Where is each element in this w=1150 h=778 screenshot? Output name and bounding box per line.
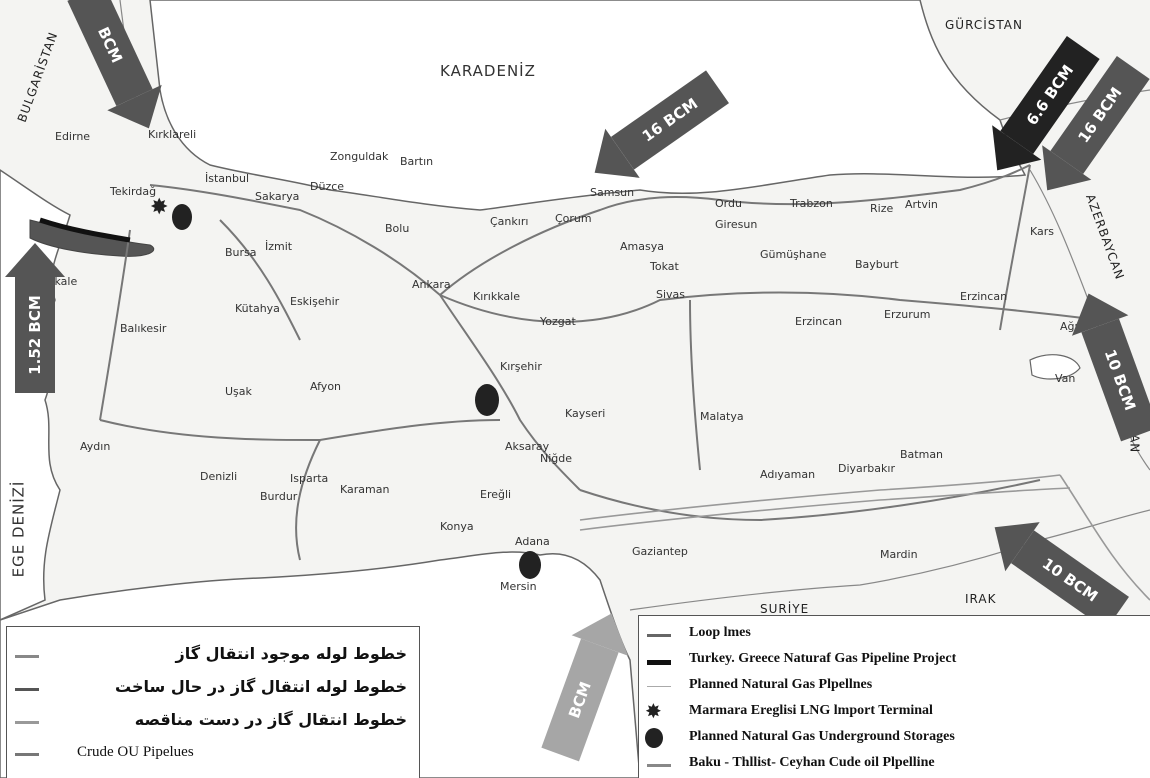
city-label: Erzincan [960, 290, 1008, 303]
city-label: Diyarbakır [838, 462, 895, 475]
legend-left: خطوط لوله موجود انتقال گاز خطوط لوله انت… [6, 626, 420, 778]
legend-right: Loop lmes Turkey. Greece Naturaf Gas Pip… [638, 615, 1150, 778]
city-label: Zonguldak [330, 150, 389, 163]
legend-item: خطوط انتقال گاز در دست مناقصه [7, 707, 419, 735]
country-label-georgia: GÜRCİSTAN [945, 18, 1023, 32]
lake-van [1029, 354, 1081, 380]
legend-item: Turkey. Greece Naturaf Gas Pipeline Proj… [639, 646, 1150, 674]
city-label: Kayseri [565, 407, 606, 420]
city-label: Ordu [715, 197, 742, 210]
legend-item: Planned Natural Gas Plpellnes [639, 672, 1150, 700]
southern-border [629, 509, 1150, 611]
storage-adana [519, 551, 541, 579]
city-label: Kırşehir [500, 360, 542, 373]
city-label: Çorum [555, 212, 592, 225]
city-label: Mardin [880, 548, 918, 561]
country-label-syria: SURİYE [760, 602, 810, 616]
legend-item: خطوط لوله موجود انتقال گاز [7, 641, 419, 669]
city-label: Mersin [500, 580, 537, 593]
city-label: Tekirdağ [110, 185, 157, 198]
city-label: Giresun [715, 218, 758, 231]
city-label: Sivas [656, 288, 686, 301]
legend-item: Loop lmes [639, 620, 1150, 648]
sea-label-karadeniz: KARADENİZ [440, 62, 536, 80]
city-label: Kars [1030, 225, 1055, 238]
black-sea [149, 0, 1027, 211]
city-label: Balıkesir [120, 322, 167, 335]
storage-marmara [172, 204, 192, 230]
city-label: Karaman [340, 483, 390, 496]
city-label: Bursa [225, 246, 257, 259]
city-label: Bolu [385, 222, 410, 235]
city-label: Ereğli [480, 488, 512, 501]
legend-line-icon [15, 655, 39, 658]
country-label-iraq: IRAK [965, 592, 997, 606]
city-label: Adana [515, 535, 550, 548]
legend-item: Crude OU Pipelues [7, 739, 419, 767]
city-label: Yozgat [540, 315, 576, 328]
existing-pipelines [99, 164, 1101, 561]
city-label: Aydın [80, 440, 111, 453]
loop-lines [579, 474, 1150, 601]
city-label: Rize [870, 202, 894, 215]
legend-line-icon [15, 721, 39, 724]
legend-item: خطوط لوله انتقال گاز در حال ساخت [7, 674, 419, 702]
city-label: Amasya [620, 240, 664, 253]
city-label: Van [1055, 372, 1076, 385]
city-label: Tokat [650, 260, 679, 273]
city-label: Denizli [200, 470, 238, 483]
city-label: Düzce [310, 180, 345, 193]
city-label: Uşak [225, 385, 252, 398]
sea-label-ege: EGE DENİZİ [9, 480, 28, 578]
city-label: Erzincan [795, 315, 843, 328]
city-label: Artvin [905, 198, 938, 211]
legend-thin-line-icon [647, 686, 671, 687]
city-label: Erzurum [884, 308, 931, 321]
city-label: Kütahya [235, 302, 280, 315]
city-label: Ankara [412, 278, 451, 291]
city-label: Aksaray [505, 440, 550, 453]
legend-line-icon [15, 688, 39, 691]
lng-terminal-icon: ✸ [150, 195, 168, 220]
city-label: İstanbul [205, 172, 250, 185]
storage-tuz [475, 384, 499, 416]
city-label: Kırklareli [148, 128, 197, 141]
legend-line-icon [15, 753, 39, 756]
city-label: Gaziantep [632, 545, 688, 558]
legend-item: Baku - Thllist- Ceyhan Cude oil Plpellin… [639, 750, 1150, 778]
city-label: Burdur [260, 490, 298, 503]
legend-line-icon [647, 764, 671, 767]
city-label: Konya [440, 520, 474, 533]
city-label: İzmit [265, 240, 293, 253]
city-label: Sakarya [255, 190, 300, 203]
legend-thick-line-icon [647, 660, 671, 665]
city-label: Çankırı [490, 215, 529, 228]
city-label: Adıyaman [760, 468, 816, 481]
city-label: Malatya [700, 410, 744, 423]
legend-item: Planned Natural Gas Underground Storages [639, 724, 1150, 752]
star-icon: ✸ [645, 701, 662, 723]
city-label: Batman [900, 448, 944, 461]
city-label: Afyon [310, 380, 342, 393]
city-label: Eskişehir [290, 295, 340, 308]
city-label: Niğde [540, 452, 573, 465]
city-label: Bartın [400, 155, 434, 168]
city-label: Ağrı [1060, 320, 1083, 333]
city-label: Bayburt [855, 258, 899, 271]
city-label: Kırıkkale [473, 290, 520, 303]
city-label: Edirne [55, 130, 91, 143]
city-label: Trabzon [790, 197, 833, 210]
city-label: Gümüşhane [760, 248, 827, 261]
legend-item: ✸ Marmara Ereglisi LNG lmport Terminal [645, 701, 933, 723]
turkey-greece-pipeline [39, 217, 131, 243]
city-label: Isparta [290, 472, 329, 485]
legend-line-icon [647, 634, 671, 637]
city-label: Samsun [590, 186, 635, 199]
storage-blob-icon [645, 728, 667, 748]
